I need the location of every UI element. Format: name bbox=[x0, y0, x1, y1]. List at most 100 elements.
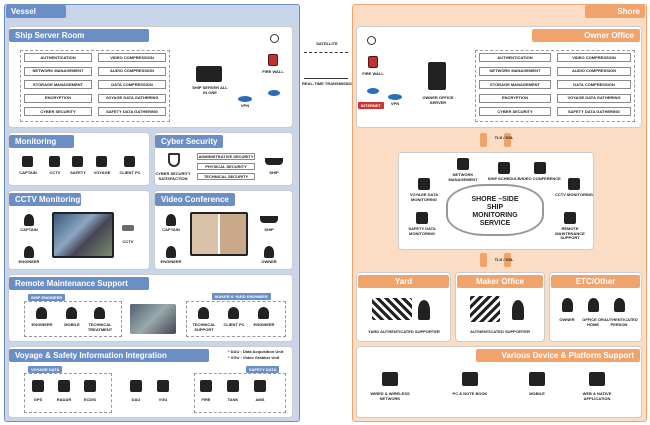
ship-server-label: SHIP SERVER ALL IN ONE bbox=[192, 85, 228, 95]
owner-office-grid bbox=[475, 50, 635, 122]
server-room-item: AUTHENTICATION bbox=[24, 53, 92, 62]
service-icon bbox=[418, 178, 430, 190]
ship-engineer-group bbox=[24, 301, 122, 337]
voyage-icon bbox=[157, 380, 169, 392]
voyage-label: DAU bbox=[131, 397, 141, 402]
vc-ship-label: SHIP bbox=[264, 227, 274, 232]
device-icon bbox=[382, 372, 398, 386]
shield-icon bbox=[168, 153, 180, 167]
device-label: PC & NOTE BOOK bbox=[452, 391, 488, 396]
service-title-4: SERVICE bbox=[479, 220, 511, 227]
yard-supporter-icon bbox=[418, 300, 430, 320]
vc-owner-icon bbox=[264, 246, 274, 258]
owner-office-item: AUDIO COMPRESSION bbox=[557, 66, 631, 76]
server-room-item: VOYAGE DATA GATHERING bbox=[98, 93, 166, 103]
ship-icon bbox=[265, 158, 283, 165]
voyage-label: RADAR bbox=[56, 397, 72, 402]
monitoring-label: CLIENT PC bbox=[119, 170, 141, 175]
cctv-captain-label: CAPTAIN bbox=[20, 227, 38, 232]
engineer-icon bbox=[24, 246, 34, 258]
yard-title: Yard bbox=[358, 275, 449, 288]
remote-label: CLIENT PC bbox=[223, 322, 245, 327]
owner-office-item: VIDEO COMPRESSION bbox=[557, 53, 631, 62]
service-icon bbox=[498, 162, 510, 174]
service-title-1: SHORE –SIDE bbox=[471, 196, 519, 203]
monitoring-icon bbox=[49, 156, 60, 167]
service-icon bbox=[568, 178, 580, 190]
cctv-camera-icon bbox=[122, 225, 134, 231]
owner-office-item: VOYAGE DATA GATHERING bbox=[557, 93, 631, 103]
voyage-data-group bbox=[24, 373, 112, 413]
owner-office-title: Owner Office bbox=[532, 29, 640, 42]
service-title-2: SHIP bbox=[486, 204, 504, 211]
remote-label: ENGINEER bbox=[253, 322, 275, 327]
server-room-item: ENCRYPTION bbox=[24, 93, 92, 103]
video-conference-image bbox=[190, 212, 248, 256]
vpn-label: VPN bbox=[240, 103, 250, 108]
internet-tag: INTERNET bbox=[358, 102, 384, 109]
tls-arrow-up bbox=[480, 133, 487, 147]
vc-captain-icon bbox=[166, 214, 176, 226]
maker-label: AUTHENTICATED SUPPORTER bbox=[470, 329, 530, 334]
voyage-icon bbox=[84, 380, 96, 392]
device-icon bbox=[529, 372, 545, 386]
monitoring-label: SAFETY bbox=[70, 170, 86, 175]
monitoring-label: CCTV bbox=[49, 170, 61, 175]
device-icon bbox=[589, 372, 605, 386]
owner-server-icon bbox=[428, 62, 446, 90]
remote-icon bbox=[258, 307, 269, 319]
server-room-grid bbox=[20, 50, 170, 122]
server-room-item: VIDEO COMPRESSION bbox=[98, 53, 166, 62]
remote-label: TECHNICAL TREATMENT bbox=[87, 322, 113, 332]
dau-note: * DAU : Data Acquisition Unit bbox=[228, 349, 284, 354]
cctv-engineer-label: ENGINEER bbox=[18, 259, 40, 264]
remote-label: TECHNICAL SUPPORT bbox=[192, 322, 216, 332]
vc-engineer-icon bbox=[166, 246, 176, 258]
voyage-icon bbox=[200, 380, 212, 392]
server-room-item: AUDIO COMPRESSION bbox=[98, 66, 166, 76]
vessel-title: Vessel bbox=[6, 5, 66, 18]
maker-title: Maker Office bbox=[457, 275, 543, 288]
service-label: SAFETY DATA MONITORING bbox=[408, 226, 436, 236]
server-room-item: CYBER SECURITY bbox=[24, 107, 92, 116]
shore-vpn-icon bbox=[388, 94, 402, 100]
monitoring-title: Monitoring bbox=[9, 135, 74, 148]
remote-label: MOBILE bbox=[64, 322, 80, 327]
etc-icon bbox=[562, 298, 573, 312]
voyage-title: Voyage & Safety Information Integration bbox=[9, 349, 209, 362]
owner-office-item: AUTHENTICATION bbox=[479, 53, 551, 62]
service-icon bbox=[534, 162, 546, 174]
service-icon bbox=[564, 212, 576, 224]
cyber-item: PHYSICAL SECURITY bbox=[197, 163, 255, 170]
device-icon bbox=[462, 372, 478, 386]
satellite-dish-icon bbox=[270, 34, 279, 43]
vpn-icon bbox=[238, 96, 252, 102]
server-room-item: NETWORK MANAGEMENT bbox=[24, 66, 92, 76]
vc-captain-label: CAPTAIN bbox=[162, 227, 180, 232]
devices-title: Various Device & Platform Support bbox=[476, 349, 640, 362]
server-room-title: Ship Server Room bbox=[9, 29, 149, 42]
voyage-icon bbox=[130, 380, 142, 392]
maintenance-photo bbox=[130, 304, 176, 334]
maker-engineer-group bbox=[186, 301, 286, 337]
shore-vpn-label: VPN bbox=[390, 101, 400, 106]
etc-label: AUTHENTICATED PERSON bbox=[604, 317, 638, 327]
remote-icon bbox=[198, 307, 209, 319]
realtime-arrow bbox=[304, 78, 348, 79]
satellite-label: SATELLITE bbox=[316, 41, 338, 46]
yard-label: YARD AUTHENTICATED SUPPORTER bbox=[368, 329, 440, 334]
owner-office-item: NETWORK MANAGEMENT bbox=[479, 66, 551, 76]
vgu-note: * VGU : Video Grabber Unit bbox=[228, 355, 280, 360]
monitoring-icon bbox=[96, 156, 107, 167]
shore-title: Shore bbox=[585, 5, 645, 18]
owner-server-label: OWNER OFFICE SERVER bbox=[422, 95, 454, 105]
vc-owner-label: OWNER bbox=[261, 259, 277, 264]
owner-office-item: CYBER SECURITY bbox=[479, 107, 551, 116]
device-label: MOBILE bbox=[529, 391, 545, 396]
vc-engineer-label: ENGINEER bbox=[160, 259, 182, 264]
tls2-arrow-down bbox=[504, 253, 511, 267]
etc-label: OWNER bbox=[559, 317, 575, 322]
video-title: Video Conference bbox=[155, 193, 235, 206]
device-label: WIRED & WIRELESS NETWORK bbox=[370, 391, 410, 401]
service-icon bbox=[416, 212, 428, 224]
